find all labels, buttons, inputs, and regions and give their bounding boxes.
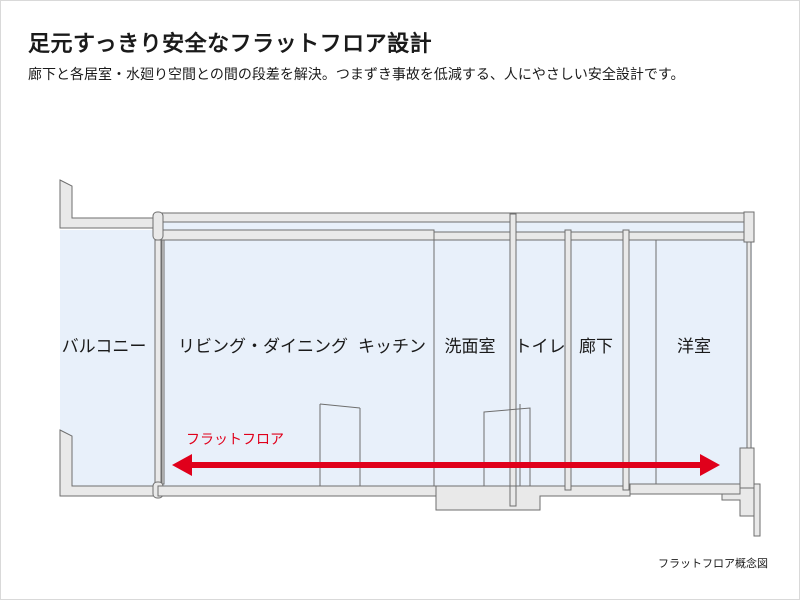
flat-floor-arrow-left-head [172, 454, 192, 476]
interior-floor [158, 214, 752, 488]
top-inner-wall-left [157, 229, 435, 241]
balcony-floor [60, 230, 158, 488]
balcony-rail-top [59, 179, 159, 229]
bottom-wall-right [629, 483, 741, 495]
room-label-ldk: リビング・ダイニング [178, 337, 348, 357]
sash-top-post [152, 211, 164, 241]
flat-floor-label: フラットフロア [186, 432, 284, 448]
flat-floor-arrow-right-head [700, 454, 720, 476]
top-inner-wall-right [433, 231, 753, 241]
walls [59, 179, 761, 537]
wall-toilet-right [564, 229, 572, 491]
right-wall-window [746, 241, 752, 449]
top-outer-wall [157, 212, 753, 223]
room-label-kitchen: キッチン [358, 337, 426, 357]
wall-toilet-left [509, 213, 517, 507]
sash-left-inner [161, 239, 165, 485]
room-label-hallway: 廊下 [579, 337, 613, 357]
right-wall-bottom [739, 447, 755, 489]
room-label-western: 洋室 [677, 337, 711, 357]
figure-caption: フラットフロア概念図 [658, 557, 768, 570]
wall-hall-right [622, 229, 630, 491]
flat-floor-arrow [172, 454, 720, 476]
flat-floor-arrow-shaft [188, 462, 704, 468]
sash-left [154, 239, 162, 485]
room-label-washroom: 洗面室 [445, 337, 496, 357]
right-wall-top [743, 211, 755, 243]
room-label-toilet: トイレ [515, 337, 566, 357]
right-door-frame [753, 483, 761, 537]
room-label-balcony: バルコニー [62, 337, 147, 357]
thin-partitions [319, 240, 657, 487]
bottom-wall-middle [435, 485, 631, 511]
page-subtitle: 廊下と各居室・水廻り空間との間の段差を解決。つまずき事故を低減する、人にやさしい… [28, 67, 685, 83]
bottom-wall-left [157, 485, 437, 497]
page-title: 足元すっきり安全なフラットフロア設計 [28, 32, 433, 57]
